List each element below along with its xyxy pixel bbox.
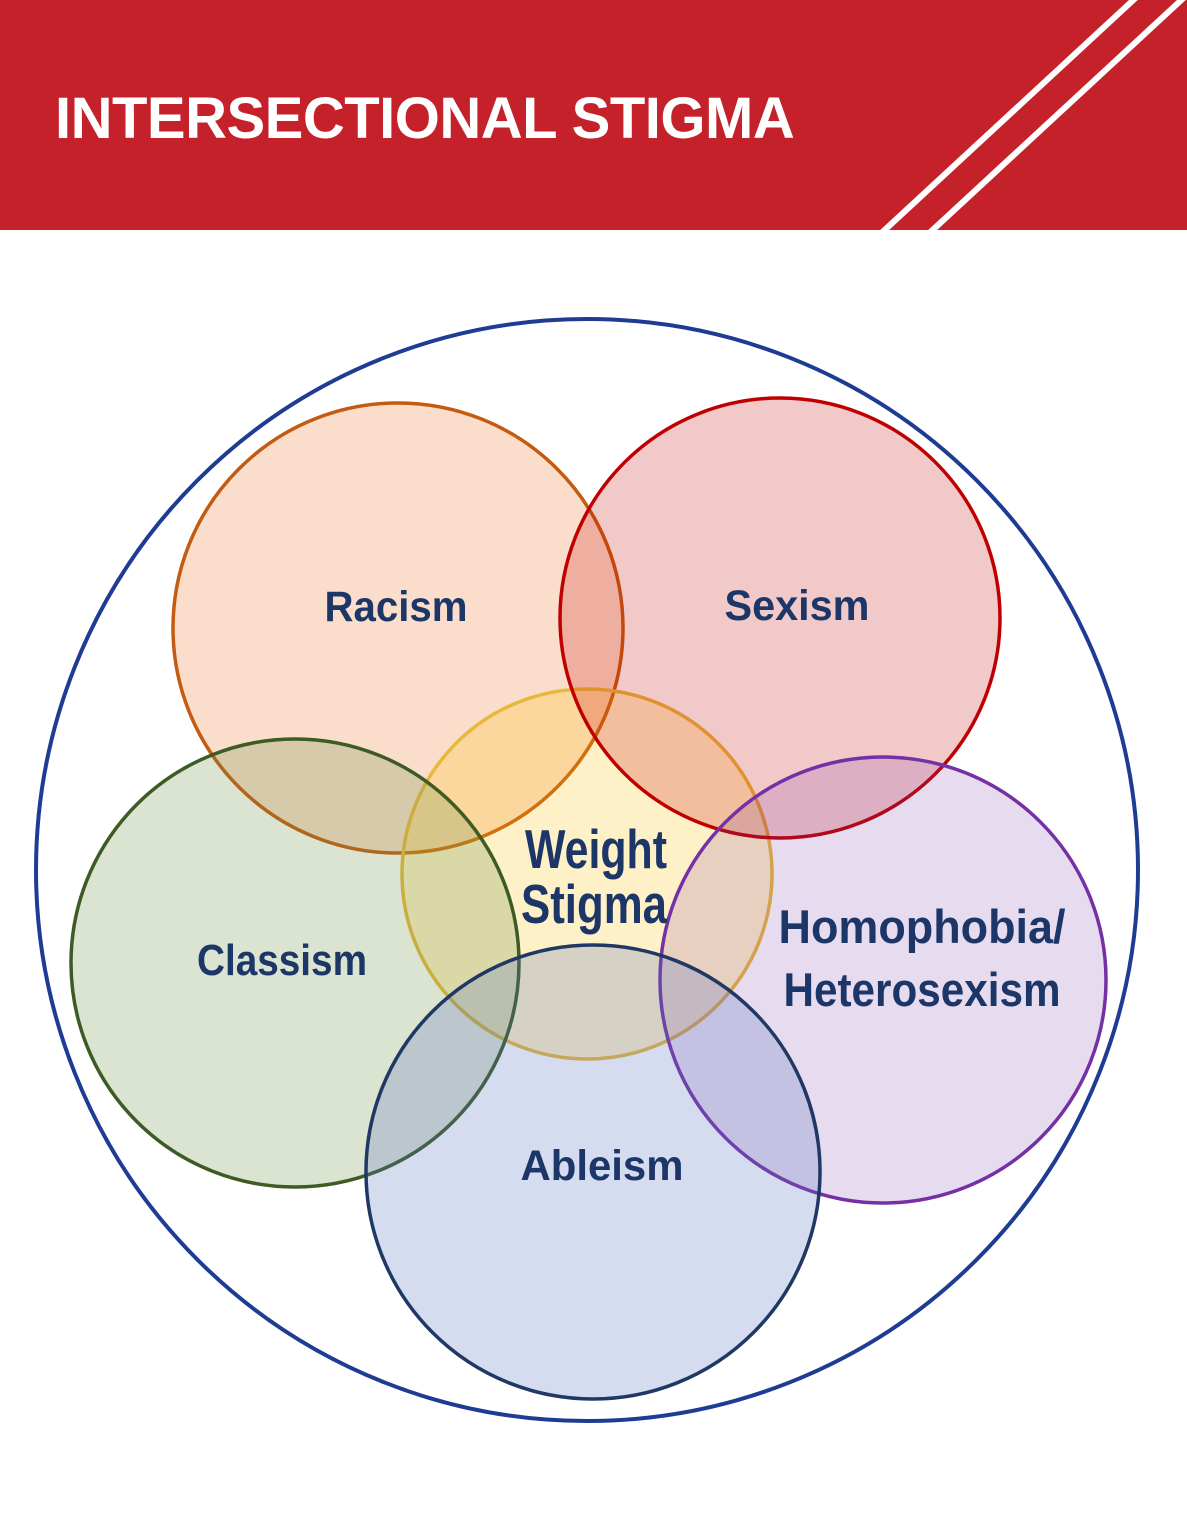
weight-stigma-label: Weight Stigma — [521, 818, 667, 935]
ableism-label: Ableism — [521, 1142, 684, 1190]
page-title: INTERSECTIONAL STIGMA — [55, 86, 794, 151]
homophobia-label-line2: Heterosexism — [784, 963, 1061, 1016]
header-banner: INTERSECTIONAL STIGMA — [0, 0, 1187, 241]
diagonal-stripes — [873, 0, 1186, 241]
header-background — [0, 0, 1187, 230]
classism-label: Classism — [197, 936, 367, 985]
racism-label: Racism — [325, 583, 468, 631]
weight-stigma-label-line2: Stigma — [521, 873, 667, 935]
classism-circle — [69, 737, 521, 1189]
outer-boundary-circle — [34, 317, 1140, 1423]
ableism-circle — [364, 943, 822, 1401]
homophobia-label-line1: Homophobia/ — [779, 900, 1066, 953]
homophobia-heterosexism-label: Homophobia/ Heterosexism — [779, 900, 1066, 1016]
sexism-circle — [558, 396, 1002, 840]
diagonal-stripe — [873, 0, 1138, 241]
diagonal-stripe — [921, 0, 1186, 241]
weight-stigma-label-line1: Weight — [525, 818, 667, 880]
sexism-label: Sexism — [725, 582, 870, 630]
homophobia-heterosexism-circle — [658, 755, 1108, 1205]
